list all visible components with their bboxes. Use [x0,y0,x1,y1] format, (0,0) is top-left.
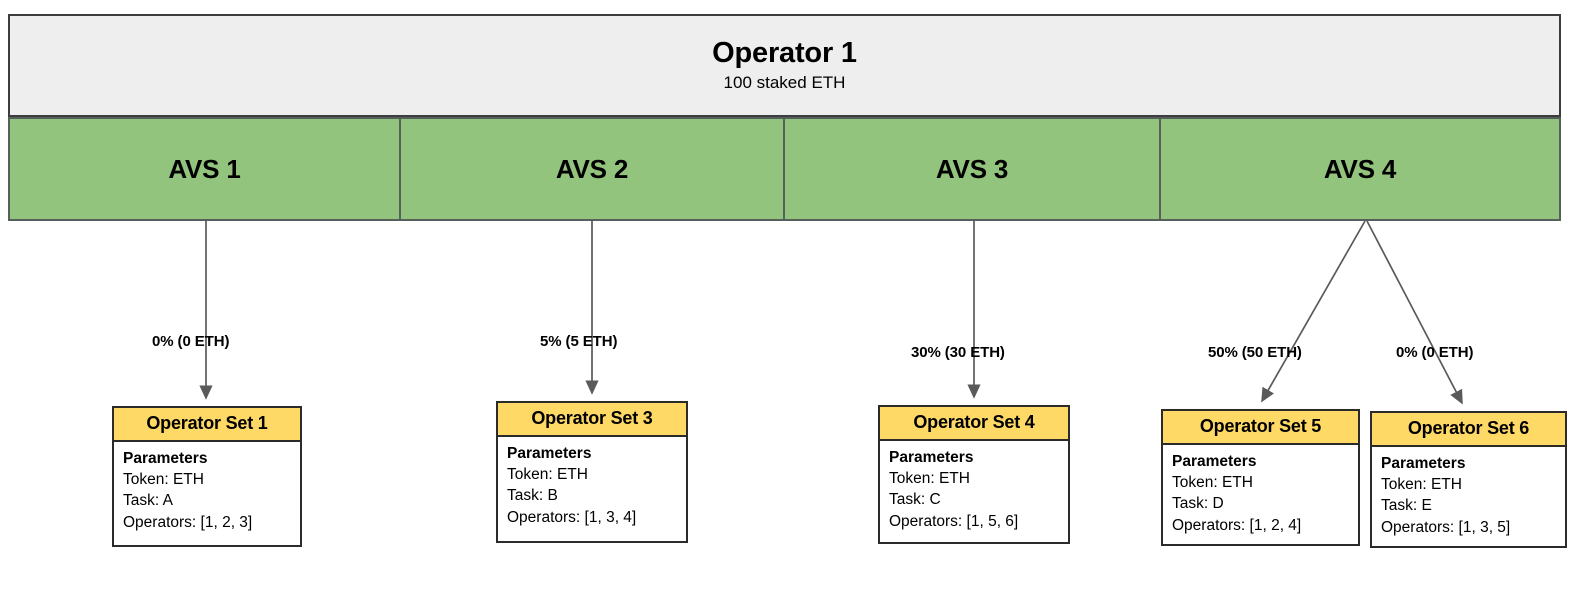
parameters-heading-5: Parameters [1172,453,1257,470]
operator-set-body-3: Parameters Token: ETH Task: B Operators:… [498,437,686,536]
operator-set-title-3: Operator Set 3 [498,403,686,437]
edge-label-avs3-opset4: 30% (30 ETH) [911,344,1005,361]
parameter-task-5: Task: D [1172,495,1224,513]
operator-set-body-1: Parameters Token: ETH Task: A Operators:… [114,442,300,541]
parameters-heading-3: Parameters [507,445,592,462]
operator-set-card-5[interactable]: Operator Set 5 Parameters Token: ETH Tas… [1161,409,1360,546]
parameter-task-1: Task: A [123,492,173,510]
operator-header-box: Operator 1 100 staked ETH [8,14,1561,117]
operator-title: Operator 1 [712,36,857,69]
parameter-operators-4: Operators: [1, 5, 6] [889,512,1019,530]
parameters-heading-1: Parameters [123,450,208,467]
edge-label-avs1-opset1: 0% (0 ETH) [152,333,230,350]
parameter-task-4: Task: C [889,491,941,509]
avs-cell-3[interactable]: AVS 3 [785,119,1162,219]
parameter-operators-1: Operators: [1, 2, 3] [123,513,253,531]
edge-avs4-opset5 [1261,220,1366,403]
parameter-operators-6: Operators: [1, 3, 5] [1381,518,1511,536]
avs-label-2: AVS 2 [555,153,629,184]
edge-avs4-opset6 [1366,220,1463,405]
edge-label-avs4-opset6: 0% (0 ETH) [1396,344,1474,361]
operator-set-card-1[interactable]: Operator Set 1 Parameters Token: ETH Tas… [112,406,302,547]
operator-set-card-4[interactable]: Operator Set 4 Parameters Token: ETH Tas… [878,405,1070,544]
operator-set-card-3[interactable]: Operator Set 3 Parameters Token: ETH Tas… [496,401,688,543]
parameter-token-1: Token: ETH [123,471,204,489]
avs-cell-4[interactable]: AVS 4 [1161,119,1559,219]
operator-set-body-5: Parameters Token: ETH Task: D Operators:… [1163,445,1358,544]
operator-set-body-6: Parameters Token: ETH Task: E Operators:… [1372,447,1565,546]
edge-label-avs4-opset5: 50% (50 ETH) [1208,344,1302,361]
operator-stake-subtitle: 100 staked ETH [723,73,846,93]
parameter-operators-5: Operators: [1, 2, 4] [1172,516,1302,534]
parameter-task-3: Task: B [507,487,558,505]
operator-set-title-1: Operator Set 1 [114,408,300,442]
parameter-token-6: Token: ETH [1381,476,1462,494]
parameter-token-4: Token: ETH [889,470,970,488]
edge-label-avs2-opset3: 5% (5 ETH) [540,333,618,350]
parameter-task-6: Task: E [1381,497,1432,515]
parameter-token-3: Token: ETH [507,466,588,484]
operator-set-body-4: Parameters Token: ETH Task: C Operators:… [880,441,1068,540]
parameter-operators-3: Operators: [1, 3, 4] [507,508,637,526]
operator-set-title-5: Operator Set 5 [1163,411,1358,445]
operator-set-title-4: Operator Set 4 [880,407,1068,441]
avs-cell-1[interactable]: AVS 1 [10,119,401,219]
parameters-heading-6: Parameters [1381,455,1466,472]
avs-row: AVS 1 AVS 2 AVS 3 AVS 4 [8,117,1561,221]
operator-set-card-6[interactable]: Operator Set 6 Parameters Token: ETH Tas… [1370,411,1567,548]
avs-label-4: AVS 4 [1323,153,1397,184]
avs-label-3: AVS 3 [935,153,1009,184]
parameters-heading-4: Parameters [889,449,974,466]
avs-label-1: AVS 1 [168,153,241,184]
parameter-token-5: Token: ETH [1172,474,1253,492]
avs-cell-2[interactable]: AVS 2 [400,119,785,219]
operator-set-title-6: Operator Set 6 [1372,413,1565,447]
